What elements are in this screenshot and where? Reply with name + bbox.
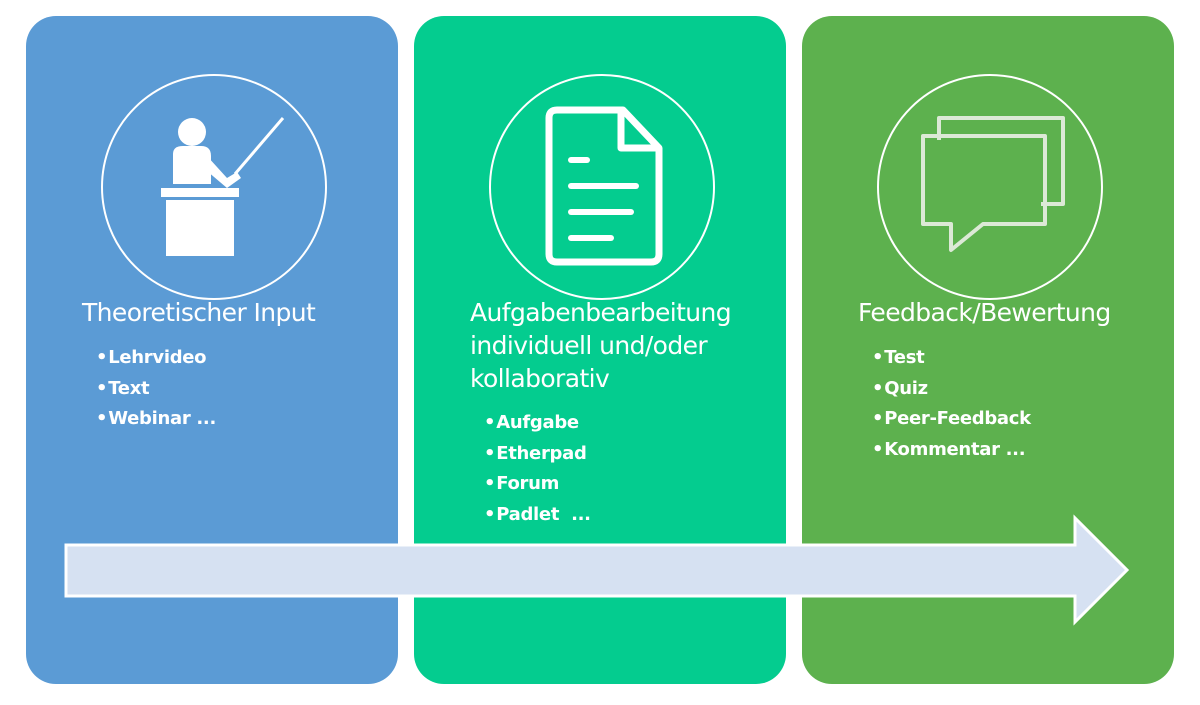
list-item: Text	[96, 374, 378, 405]
panel-title: Theoretischer Input	[82, 298, 316, 327]
bullet-list: Test Quiz Peer-Feedback Kommentar ...	[872, 343, 1154, 465]
icon-circle	[101, 74, 327, 300]
list-item: Etherpad	[484, 439, 766, 470]
list-item: Padlet ...	[484, 500, 766, 531]
chat-bubbles-icon	[921, 116, 1065, 252]
list-item: Kommentar ...	[872, 435, 1154, 466]
icon-circle	[877, 74, 1103, 300]
document-icon	[545, 106, 663, 266]
panel-task-processing: Aufgabenbearbeitung individuell und/oder…	[414, 16, 786, 684]
bullet-list: Lehrvideo Text Webinar ...	[96, 343, 378, 435]
panel-feedback-assessment: Feedback/Bewertung Test Quiz Peer-Feedba…	[802, 16, 1174, 684]
list-item: Aufgabe	[484, 408, 766, 439]
list-item: Test	[872, 343, 1154, 374]
list-item: Webinar ...	[96, 404, 378, 435]
panel-title: Feedback/Bewertung	[858, 298, 1111, 327]
list-item: Peer-Feedback	[872, 404, 1154, 435]
icon-circle	[489, 74, 715, 300]
panel-theoretical-input: Theoretischer Input Lehrvideo Text Webin…	[26, 16, 398, 684]
bullet-list: Aufgabe Etherpad Forum Padlet ...	[484, 408, 766, 530]
list-item: Quiz	[872, 374, 1154, 405]
list-item: Lehrvideo	[96, 343, 378, 374]
teacher-at-podium-icon	[161, 117, 285, 256]
panel-title: Aufgabenbearbeitung individuell und/oder…	[470, 298, 732, 393]
list-item: Forum	[484, 469, 766, 500]
